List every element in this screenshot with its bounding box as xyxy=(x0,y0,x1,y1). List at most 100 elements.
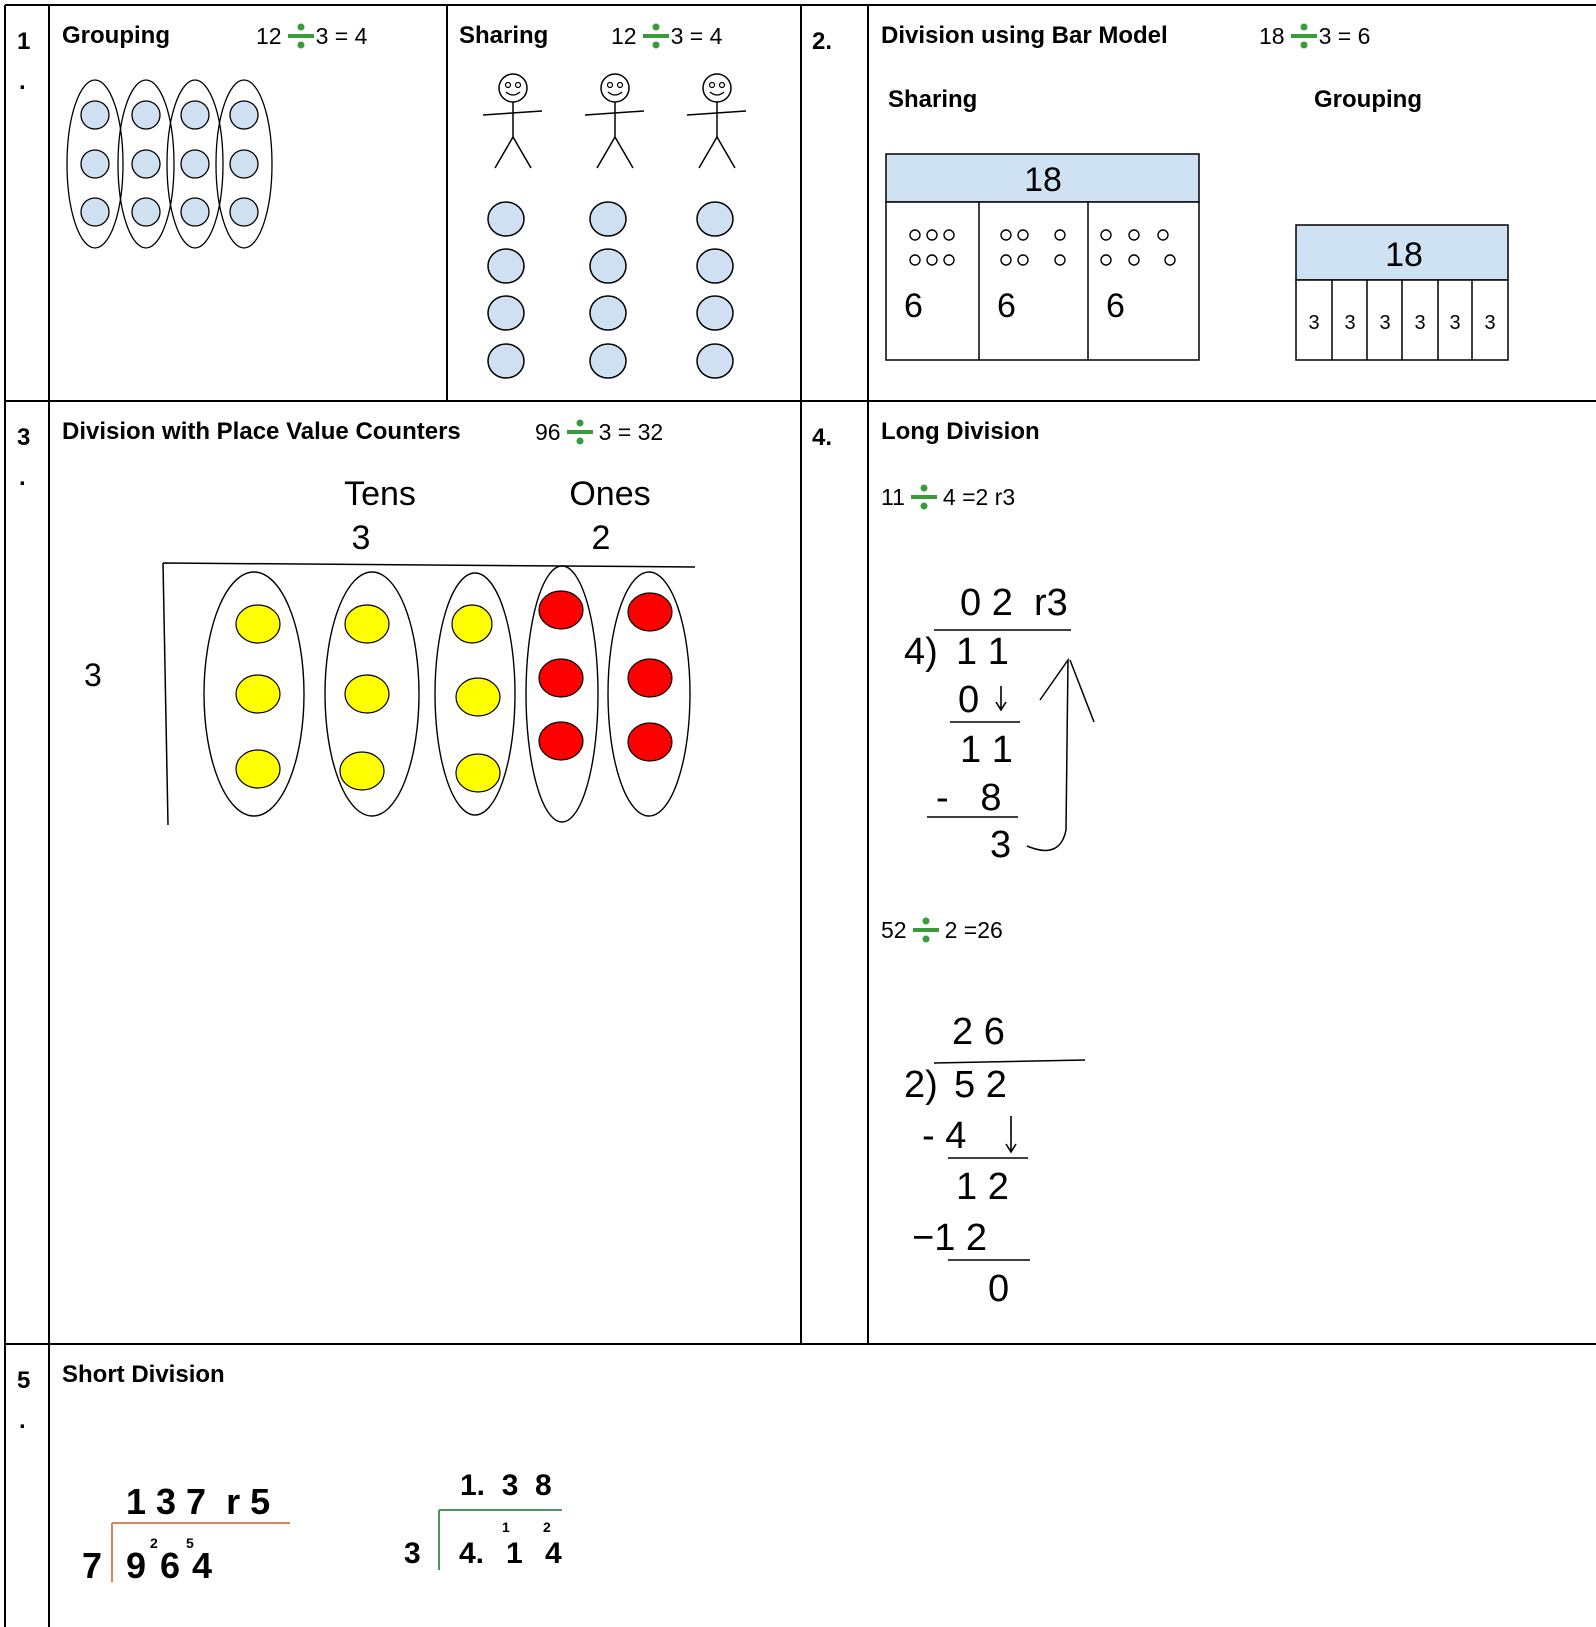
sharing-title: Sharing xyxy=(459,22,549,49)
ld1-step3: - 8 xyxy=(936,777,1001,819)
counter xyxy=(696,295,734,331)
sd2-carry: 1 xyxy=(502,1519,510,1535)
ld1-dividend: 1 1 xyxy=(956,631,1009,673)
equation-right: 4 =2 r3 xyxy=(942,483,1016,510)
equation-left: 18 xyxy=(1259,22,1285,49)
grouping-bar-part: 3 xyxy=(1379,312,1390,334)
sd1-digit: 4 xyxy=(192,1545,212,1586)
grouping-bar-part: 3 xyxy=(1449,312,1460,334)
arrow-down-icon xyxy=(1005,1116,1017,1154)
grouping-bar-total: 18 xyxy=(1385,236,1423,274)
divisor-value: 3 xyxy=(84,657,102,693)
sd1-divisor: 7 xyxy=(82,1545,102,1586)
stick-figure-icon xyxy=(584,73,645,169)
equation-right: 3 = 4 xyxy=(670,22,723,49)
equation-right: 3 = 6 xyxy=(1318,22,1371,49)
grouping-title: Grouping xyxy=(62,22,170,49)
place-value-title: Division with Place Value Counters xyxy=(62,418,461,445)
counter xyxy=(229,149,259,179)
stick-figure-icon xyxy=(482,73,543,169)
bar-model-title: Division using Bar Model xyxy=(881,22,1168,49)
divide-icon xyxy=(912,917,939,943)
section-number: 5 xyxy=(17,1367,31,1394)
equation-left: 12 xyxy=(256,22,282,49)
counter xyxy=(131,197,161,227)
counter xyxy=(229,100,259,130)
divide-icon xyxy=(642,23,669,49)
counter xyxy=(180,149,210,179)
counter xyxy=(589,201,627,237)
sharing-equation: 12 3 = 4 xyxy=(611,23,722,49)
counter xyxy=(487,201,525,237)
counter xyxy=(696,343,734,379)
counter xyxy=(229,197,259,227)
stick-figure-icon xyxy=(686,73,747,169)
sd1-carry: 2 xyxy=(150,1535,158,1551)
bar-sharing-label: Sharing xyxy=(888,86,978,113)
bar-model-equation: 18 3 = 6 xyxy=(1259,23,1370,49)
grouping-equation: 12 3 = 4 xyxy=(256,23,367,49)
sharing-bar-total: 18 xyxy=(1024,161,1062,199)
divide-icon xyxy=(1290,23,1317,49)
bar-grouping-label: Grouping xyxy=(1314,86,1422,113)
tens-value: 3 xyxy=(352,519,371,557)
sharing-bar-part: 6 xyxy=(997,287,1016,325)
ones-label: Ones xyxy=(569,475,650,513)
grouping-bar-model: 18 3 3 3 3 3 3 xyxy=(1295,224,1509,361)
counter xyxy=(589,248,627,284)
section-number: 4. xyxy=(812,424,833,451)
ld2-dividend: 5 2 xyxy=(954,1064,1007,1106)
ld2-quotient: 2 6 xyxy=(952,1011,1005,1053)
equation-right: 3 = 4 xyxy=(315,22,368,49)
divide-icon xyxy=(287,23,314,49)
counter xyxy=(131,149,161,179)
section-number: 3 xyxy=(17,424,31,451)
sd2-quotient: 1. 3 8 xyxy=(460,1469,552,1502)
tens-label: Tens xyxy=(344,475,416,513)
ld2-step1: - 4 xyxy=(922,1115,966,1157)
ld2-divisor: 2) xyxy=(904,1064,938,1106)
short-division-1: 1 3 7 r 5 7 9 2 6 5 4 xyxy=(82,1481,290,1586)
counter xyxy=(80,197,110,227)
ld1-remainder: 3 xyxy=(990,824,1011,866)
ld2-step2: 1 2 xyxy=(956,1166,1009,1208)
arrow-down-icon xyxy=(995,686,1007,712)
sharing-diagram xyxy=(482,73,747,379)
divide-icon xyxy=(566,419,593,445)
long-division-eq2: 52 2 =26 xyxy=(881,917,1003,943)
sd2-digit: 1 xyxy=(506,1537,523,1570)
counter xyxy=(180,197,210,227)
sharing-bar-part: 6 xyxy=(1106,287,1125,325)
counter xyxy=(180,100,210,130)
grouping-bar-part: 3 xyxy=(1344,312,1355,334)
sd2-digit: 4. xyxy=(459,1537,484,1570)
counter xyxy=(696,248,734,284)
equation-left: 11 xyxy=(881,483,905,510)
sd1-digit: 6 xyxy=(160,1545,180,1586)
sd2-carry: 2 xyxy=(543,1519,551,1535)
grouping-bar-part: 3 xyxy=(1484,312,1495,334)
ld1-quotient: 0 2 r3 xyxy=(960,582,1068,624)
ld2-step3: −1 2 xyxy=(912,1217,987,1259)
section-number-dot: . xyxy=(19,68,26,95)
equation-right: 2 =26 xyxy=(944,916,1003,943)
long-division-eq1: 11 4 =2 r3 xyxy=(881,484,1015,510)
equation-right: 3 = 32 xyxy=(598,418,664,445)
table-grid xyxy=(4,4,1596,1627)
section-number: 1 xyxy=(17,28,31,55)
counter xyxy=(589,343,627,379)
counter xyxy=(487,295,525,331)
section-number-dot: . xyxy=(19,464,26,491)
equation-left: 52 xyxy=(881,916,907,943)
ld2-remainder: 0 xyxy=(988,1268,1009,1310)
ld1-step2: 1 1 xyxy=(960,729,1013,771)
sd1-digit: 9 xyxy=(126,1545,146,1586)
ld1-divisor: 4) xyxy=(904,631,938,673)
sd1-carry: 5 xyxy=(186,1535,194,1551)
grouping-diagram xyxy=(66,79,273,249)
counter xyxy=(80,100,110,130)
sd2-divisor: 3 xyxy=(404,1537,421,1570)
sharing-bar-model: 18 6 6 6 xyxy=(885,153,1200,361)
counter xyxy=(589,295,627,331)
